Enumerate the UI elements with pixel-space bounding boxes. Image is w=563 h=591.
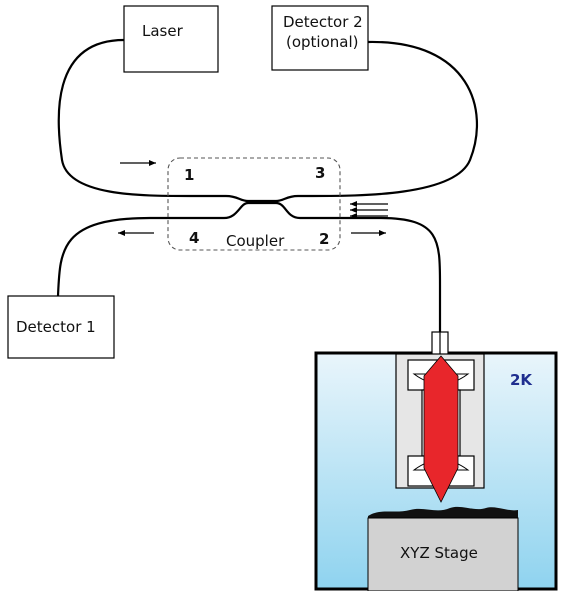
laser-beam (423, 355, 459, 503)
detector-2-box (271, 5, 369, 71)
xyz-stage (367, 517, 519, 591)
fiber-port-3-to-detector-2 (275, 40, 478, 203)
fiber-port-4-to-detector-1 (56, 201, 249, 297)
fiber-laser-to-port-1 (57, 38, 249, 203)
coupler-outline (167, 157, 341, 251)
detector-2-sublabel: (optional) (286, 33, 359, 51)
fiber-port-2-to-cryostat (275, 201, 442, 332)
port-4-label: 4 (189, 229, 199, 247)
detector-1-label: Detector 1 (16, 318, 96, 336)
laser-box (123, 5, 219, 73)
detector-2-label: Detector 2 (283, 13, 363, 31)
coupler-fused-section (248, 199, 276, 205)
xyz-stage-label: XYZ Stage (400, 544, 478, 562)
laser-label: Laser (142, 22, 184, 40)
coupler-label: Coupler (226, 232, 285, 250)
port-3-label: 3 (315, 164, 325, 182)
port-1-label: 1 (184, 166, 194, 184)
port-2-label: 2 (319, 230, 329, 248)
sample (368, 506, 518, 520)
detector-1-box (7, 295, 115, 359)
temperature-label: 2K (510, 371, 533, 389)
